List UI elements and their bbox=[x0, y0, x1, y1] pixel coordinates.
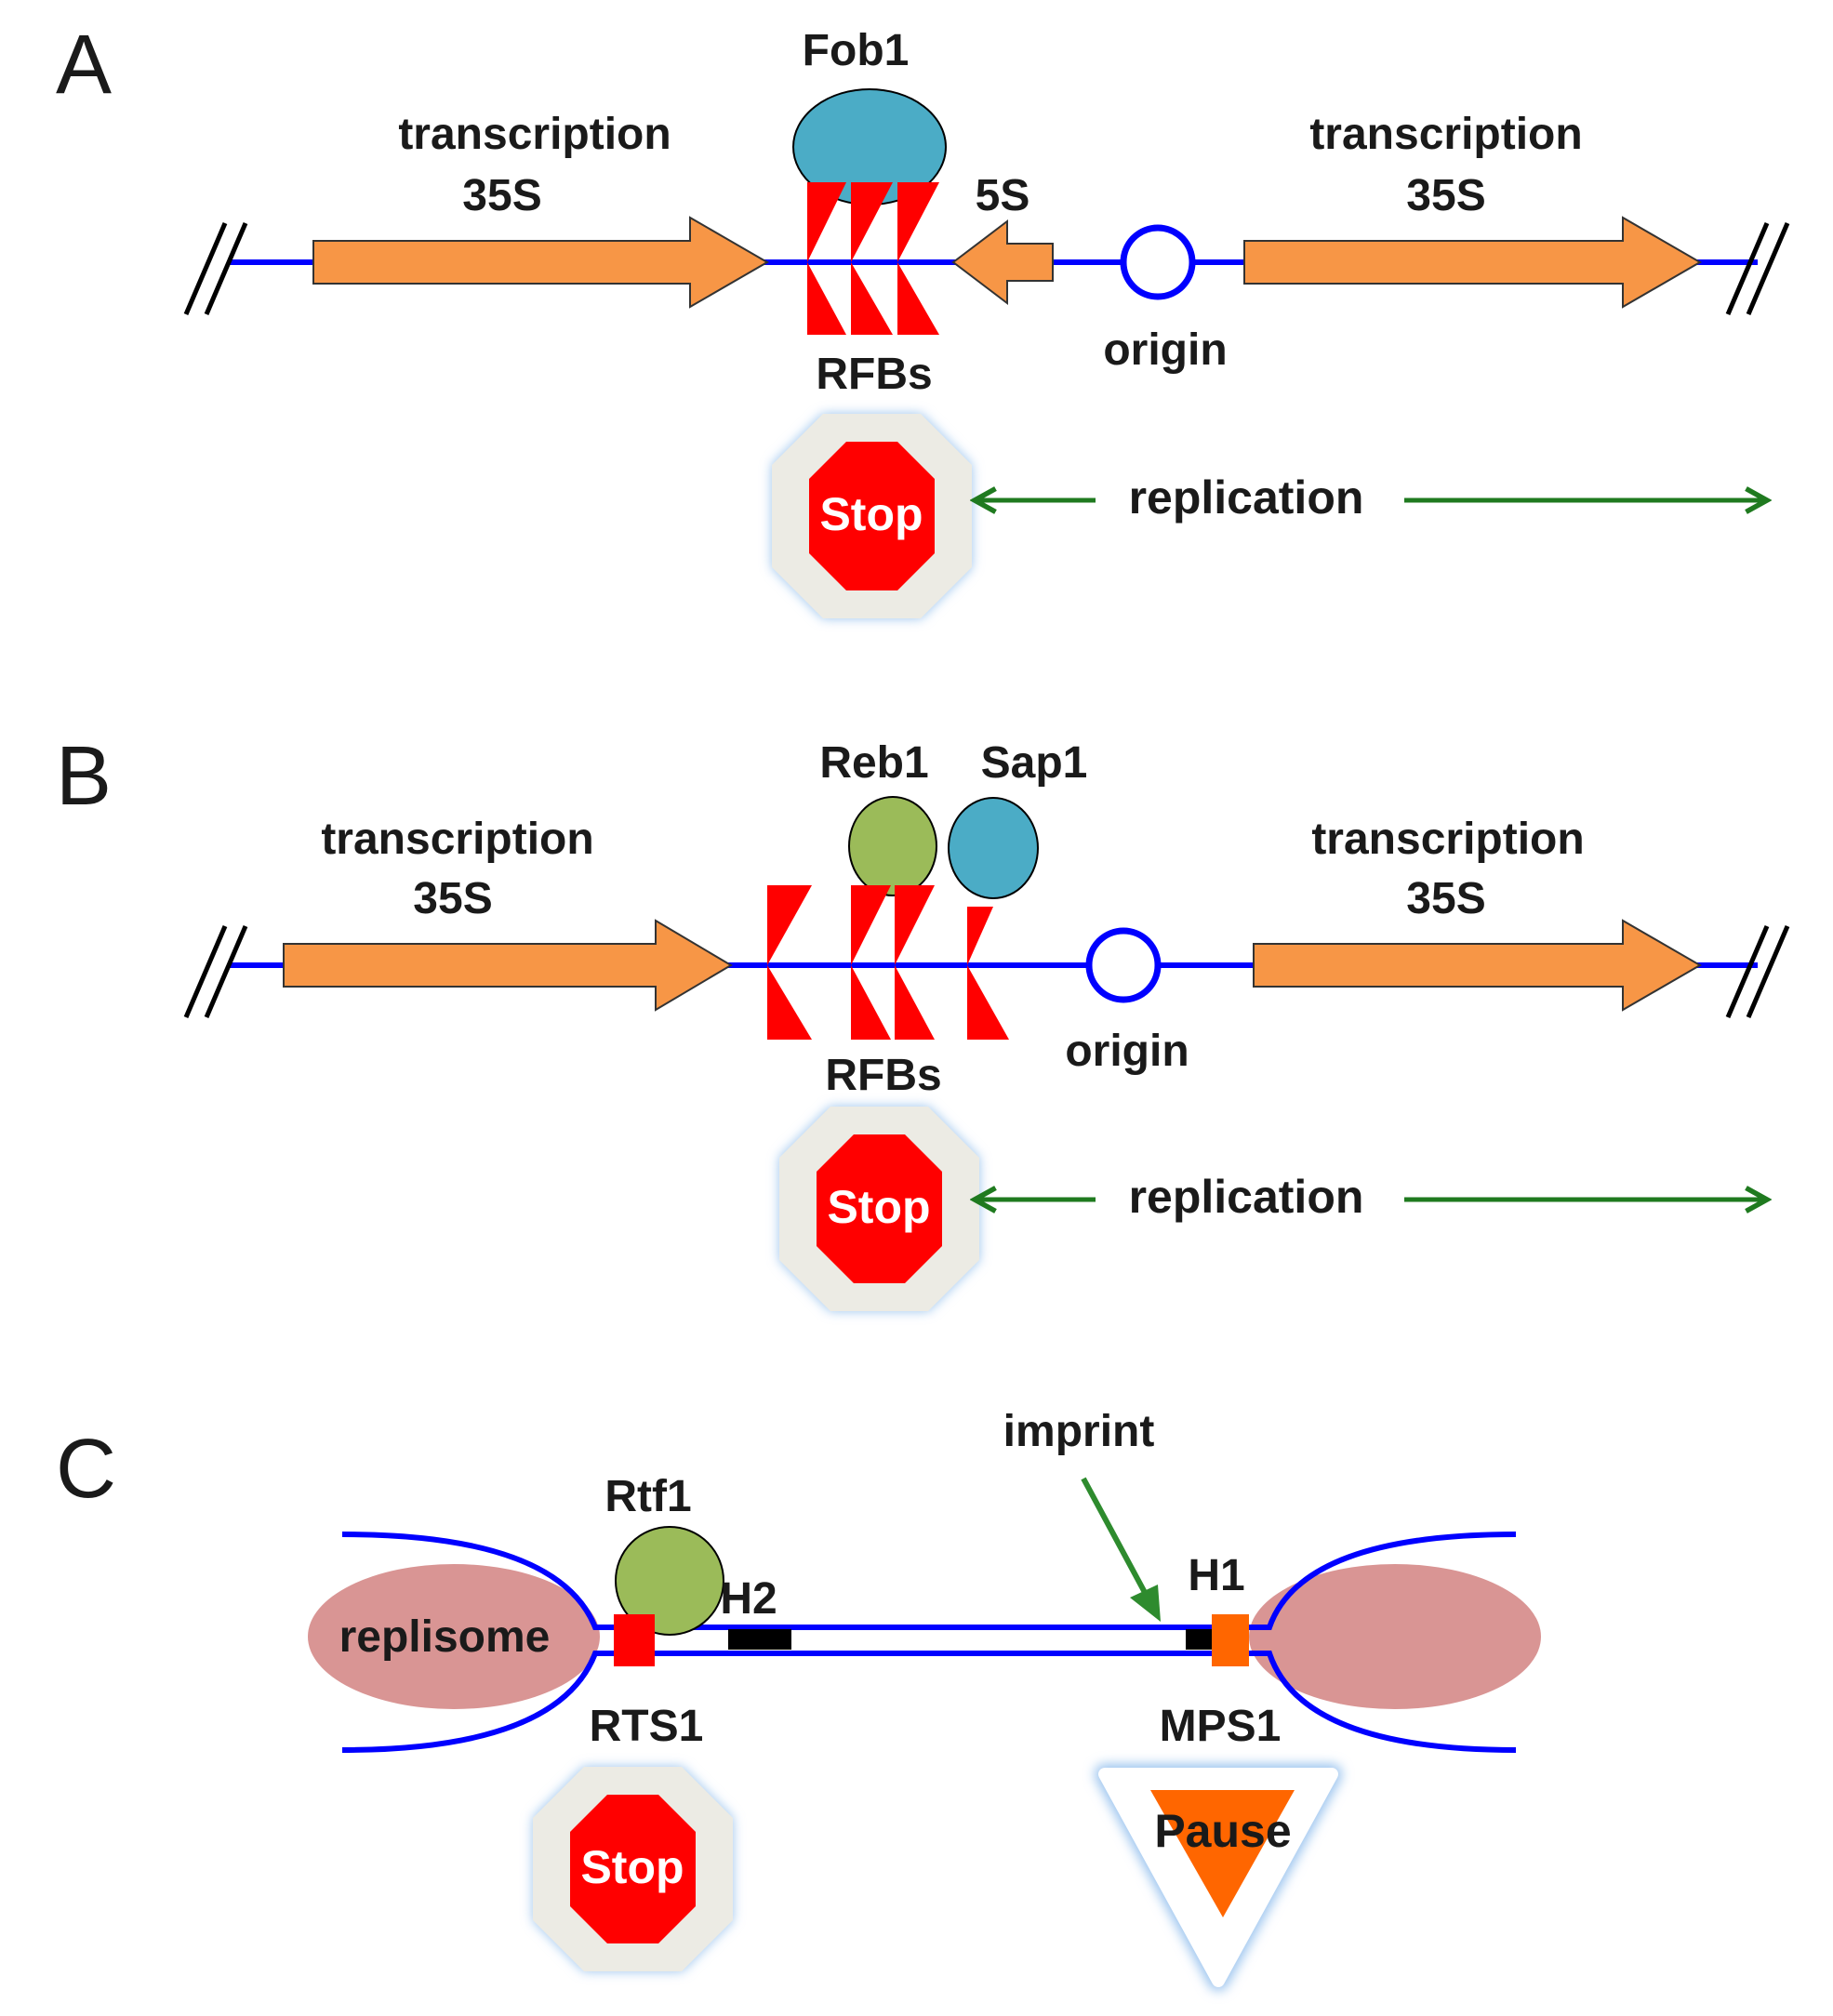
replication-fork-left bbox=[341, 1532, 1244, 1753]
rfb-wedge bbox=[807, 182, 846, 262]
rfb-wedge bbox=[767, 885, 812, 965]
transcription-sub-left: 35S bbox=[462, 171, 541, 220]
stop-label: Stop bbox=[827, 1181, 930, 1233]
h1-element bbox=[1186, 1629, 1214, 1650]
origin-circle bbox=[1085, 927, 1162, 1003]
replication-label: replication bbox=[1129, 471, 1364, 524]
replisome-label: replisome bbox=[339, 1612, 551, 1662]
h1-label: H1 bbox=[1188, 1551, 1244, 1600]
imprint-arrowhead bbox=[1130, 1585, 1161, 1622]
h2-label: H2 bbox=[720, 1574, 777, 1624]
sap1-label: Sap1 bbox=[981, 738, 1088, 788]
panel-letter-b: B bbox=[56, 730, 112, 823]
break-mark-left bbox=[183, 925, 248, 1018]
transcription-sub-right: 35S bbox=[1406, 874, 1485, 923]
panel-a: A transcription 35S transcription 35S 5S… bbox=[56, 19, 1790, 618]
break-mark-left bbox=[183, 222, 248, 315]
rfb-wedge bbox=[767, 965, 812, 1040]
rtf1-protein bbox=[615, 1526, 724, 1636]
rts1-element bbox=[614, 1614, 655, 1666]
rfb-wedge bbox=[897, 262, 939, 335]
panel-letter-c: C bbox=[56, 1423, 116, 1516]
rfb-elements bbox=[767, 885, 1009, 1040]
pause-sign: Pause bbox=[1095, 1764, 1342, 1991]
fob1-label: Fob1 bbox=[803, 26, 910, 75]
break-mark-right bbox=[1725, 925, 1790, 1018]
transcription-sub-right: 35S bbox=[1406, 171, 1485, 220]
stop-sign: Stop bbox=[779, 1107, 979, 1311]
rfb-wedge bbox=[807, 262, 846, 335]
rfb-wedge bbox=[851, 885, 891, 965]
transcription-label-left: transcription bbox=[398, 110, 671, 159]
stop-label: Stop bbox=[580, 1841, 684, 1893]
five-s-arrow bbox=[951, 219, 1054, 306]
pause-label: Pause bbox=[1154, 1805, 1291, 1857]
transcription-arrow-left bbox=[283, 919, 733, 1012]
rfb-wedge bbox=[895, 965, 935, 1040]
rfb-wedge bbox=[851, 262, 893, 335]
rfbs-label: RFBs bbox=[816, 350, 932, 399]
transcription-arrow-left bbox=[312, 216, 769, 309]
stop-sign: Stop bbox=[772, 414, 972, 618]
reb1-protein bbox=[848, 796, 937, 896]
replisome-left bbox=[308, 1564, 600, 1709]
mps1-label: MPS1 bbox=[1160, 1702, 1282, 1751]
rfb-wedge bbox=[851, 965, 891, 1040]
rfb-wedge bbox=[851, 182, 893, 262]
mps1-element bbox=[1212, 1614, 1249, 1666]
replication-label: replication bbox=[1129, 1171, 1364, 1223]
rfb-wedge bbox=[967, 965, 1009, 1040]
transcription-label-left: transcription bbox=[321, 815, 593, 864]
origin-label: origin bbox=[1065, 1027, 1189, 1076]
five-s-label: 5S bbox=[976, 171, 1030, 220]
sap1-protein bbox=[948, 797, 1039, 899]
rts1-label: RTS1 bbox=[590, 1702, 704, 1751]
break-mark-right bbox=[1725, 222, 1790, 315]
imprint-label: imprint bbox=[1003, 1407, 1155, 1456]
rfb-elements bbox=[807, 182, 939, 335]
origin-circle bbox=[1120, 224, 1196, 300]
stop-label: Stop bbox=[819, 488, 923, 540]
transcription-arrow-right bbox=[1243, 216, 1702, 309]
transcription-label-right: transcription bbox=[1311, 815, 1584, 864]
panel-c: C Rtf1 replisome RTS1 H2 H1 MPS1 imp bbox=[56, 1407, 1541, 1991]
reb1-label: Reb1 bbox=[819, 738, 928, 788]
rfbs-label: RFBs bbox=[825, 1051, 941, 1100]
panel-letter-a: A bbox=[56, 19, 112, 112]
transcription-arrow-right bbox=[1253, 919, 1702, 1012]
rfb-wedge bbox=[895, 885, 935, 965]
replisome-right bbox=[1249, 1564, 1541, 1709]
stop-sign: Stop bbox=[533, 1767, 733, 1971]
transcription-label-right: transcription bbox=[1309, 110, 1582, 159]
h2-element bbox=[728, 1629, 791, 1650]
replication-fork-right bbox=[1244, 1532, 1517, 1753]
rfb-wedge bbox=[967, 907, 993, 965]
origin-label: origin bbox=[1103, 325, 1227, 375]
imprint-arrow bbox=[1081, 1477, 1151, 1601]
rfb-wedge bbox=[897, 182, 939, 262]
rtf1-label: Rtf1 bbox=[604, 1472, 691, 1521]
panel-b: B transcription 35S transcription 35S Re… bbox=[56, 730, 1790, 1311]
transcription-sub-left: 35S bbox=[413, 874, 492, 923]
